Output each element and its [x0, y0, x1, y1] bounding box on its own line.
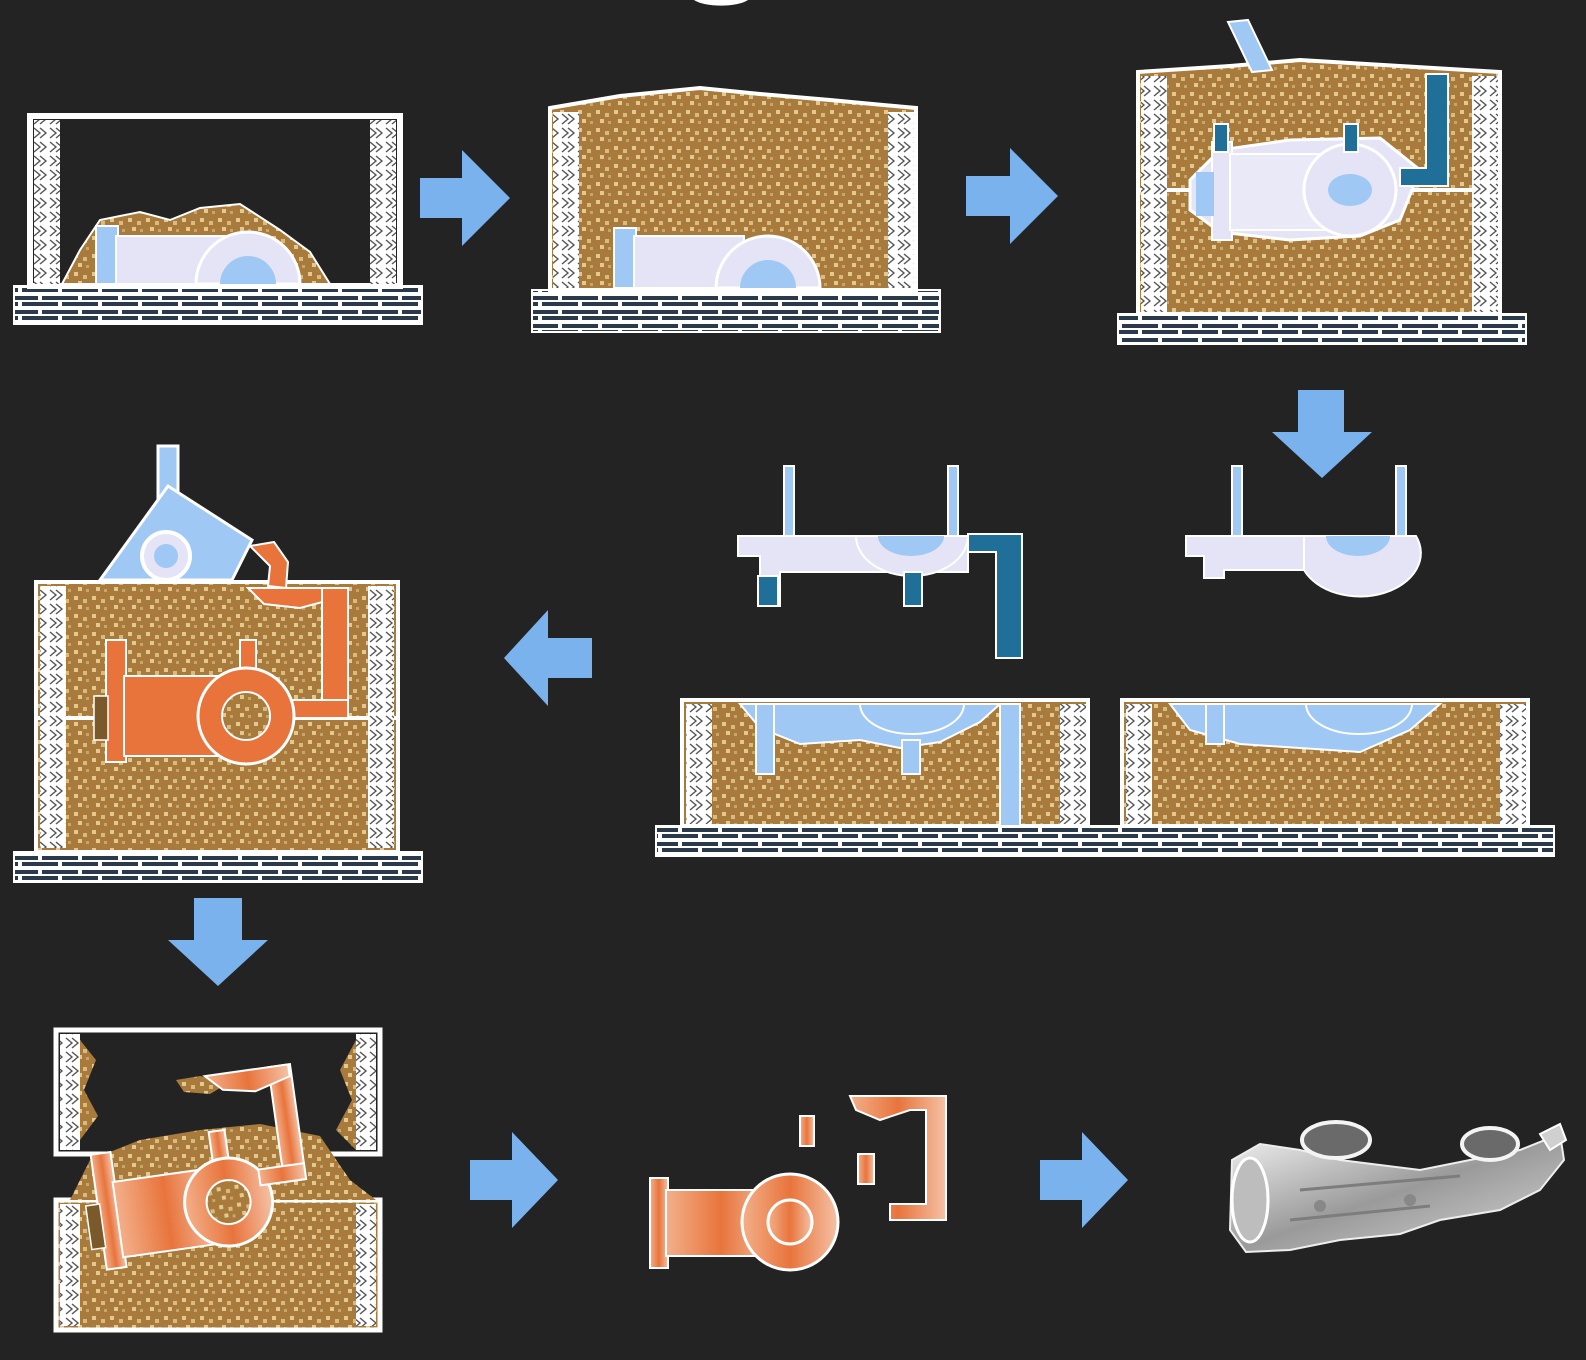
pattern-core-print — [740, 260, 796, 288]
flask-wall-left — [1126, 704, 1152, 824]
ladle-ring-inner — [154, 544, 178, 568]
riser-stub-mid — [1343, 123, 1359, 153]
pouring-basin — [245, 587, 331, 610]
cope-flask-lifted — [53, 1027, 383, 1157]
pattern-core-print — [220, 256, 276, 284]
pattern-flange — [95, 225, 119, 285]
casting-tab — [1538, 1122, 1568, 1152]
cavity-channel — [1205, 703, 1225, 745]
riser-channel — [1399, 73, 1449, 187]
stage-4-patterns-withdrawn — [737, 465, 1422, 659]
pattern-print-left — [1196, 172, 1214, 216]
pattern-flange — [613, 227, 637, 289]
cope-pattern-core — [878, 536, 944, 556]
flask-wall-left — [34, 120, 60, 284]
flask-wall-left — [40, 586, 66, 848]
core-print-left — [84, 1203, 107, 1251]
drag-pattern-core — [1326, 536, 1390, 556]
flask-wall-right — [370, 120, 396, 284]
casting-port-2 — [1460, 1126, 1520, 1162]
casting-tilted — [84, 1063, 308, 1271]
cut-riser-stub — [857, 1153, 875, 1185]
sand-core — [221, 691, 271, 741]
base-board — [531, 289, 941, 333]
casting-inlet — [1230, 1156, 1270, 1244]
cavity-channel — [901, 739, 921, 775]
flask-wall-right — [888, 112, 914, 288]
stage-1-pattern-in-flask — [13, 113, 423, 325]
sand-clump — [336, 1040, 356, 1150]
metal-riser — [321, 587, 349, 719]
metal-runner — [257, 1162, 308, 1187]
pattern-pin — [783, 465, 795, 539]
base-board — [13, 851, 423, 883]
sprue-pin — [1226, 18, 1274, 74]
flask-wall-right — [1500, 704, 1526, 824]
core-print-left — [93, 695, 109, 741]
flask-wall-right — [368, 586, 394, 848]
arrow-left — [504, 610, 592, 706]
flask-wall-left — [686, 704, 712, 824]
stage-8-gating-removed — [649, 1095, 947, 1272]
flask-wall-right — [356, 1034, 376, 1150]
flask-wall-right — [1472, 76, 1498, 312]
stage-9-finished-casting — [1228, 1120, 1568, 1254]
cavity-left — [737, 703, 1021, 827]
drag-pattern-round — [1303, 535, 1422, 598]
flask-wall-left — [553, 112, 579, 288]
removed-gating — [848, 1095, 947, 1221]
cope-riser-stub — [903, 571, 923, 607]
arrow-right-4 — [1040, 1132, 1128, 1228]
base-board — [13, 285, 423, 325]
cut-riser-stub — [799, 1115, 815, 1147]
cope-riser-stub — [757, 575, 779, 607]
stage-6-pouring — [13, 444, 423, 883]
pattern-pin — [947, 465, 959, 539]
pattern-pin — [1395, 465, 1407, 539]
arrow-right-1 — [420, 150, 510, 246]
cast-bore — [766, 1198, 814, 1246]
riser-stub-left — [1213, 123, 1229, 153]
arrow-right-3 — [470, 1132, 558, 1228]
flask-wall-right — [1060, 704, 1086, 824]
cavity-round — [858, 703, 966, 735]
arrow-down-2 — [168, 898, 268, 986]
casting-port-1 — [1300, 1120, 1372, 1160]
sand-core — [205, 1179, 252, 1226]
sand-clump — [80, 1040, 98, 1140]
flask-wall-left — [1141, 76, 1167, 312]
flask-wall-left — [60, 1034, 80, 1150]
stage-3-cope-added — [1117, 18, 1527, 345]
stage-5-mold-halves — [655, 698, 1555, 857]
flask-wall-right — [356, 1204, 376, 1326]
cavity-channel — [755, 703, 775, 775]
drag-pattern-half — [1185, 535, 1311, 579]
flask-wall-left — [60, 1204, 80, 1326]
top-edge-shape — [694, 0, 748, 6]
arrow-down-1 — [1272, 390, 1372, 478]
casting-bolt — [1404, 1194, 1416, 1206]
arrow-right-2 — [966, 148, 1058, 244]
casting-rib — [1289, 1174, 1461, 1222]
base-board — [655, 825, 1555, 857]
cavity-round — [1304, 703, 1414, 735]
pattern-pin — [1231, 465, 1243, 539]
cope-riser-channel — [967, 533, 1023, 659]
pattern-boss-core — [1328, 174, 1372, 206]
stage-7-shakeout — [53, 1027, 383, 1333]
casting-bolt — [1314, 1200, 1326, 1212]
metal-basin — [202, 1063, 291, 1093]
base-board — [1117, 313, 1527, 345]
metal-runner — [289, 699, 349, 719]
stage-2-drag-rammed — [531, 85, 941, 333]
